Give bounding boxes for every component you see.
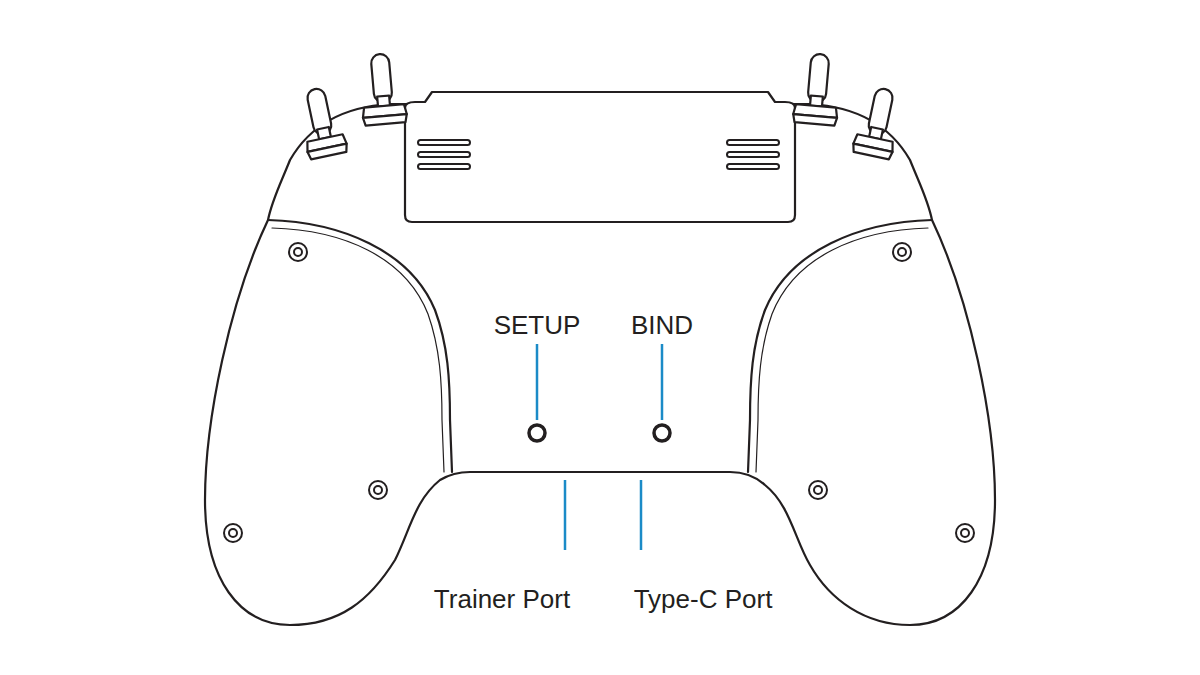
button-label: BIND bbox=[631, 312, 693, 338]
toggle-switch bbox=[358, 52, 408, 126]
port-label: Trainer Port bbox=[434, 586, 570, 612]
leader-lines bbox=[537, 344, 662, 550]
bind-button bbox=[654, 425, 670, 441]
setup-button bbox=[529, 425, 545, 441]
toggle-switch bbox=[793, 52, 843, 126]
port-label: Type-C Port bbox=[634, 586, 773, 612]
toggle-switch bbox=[295, 85, 348, 160]
battery-door bbox=[405, 92, 795, 222]
screw bbox=[224, 243, 974, 542]
vent-slots bbox=[418, 140, 779, 169]
toggle-switch bbox=[852, 85, 905, 160]
grip-seam bbox=[268, 220, 452, 472]
grip-seam bbox=[748, 220, 932, 472]
button-label: SETUP bbox=[494, 312, 581, 338]
